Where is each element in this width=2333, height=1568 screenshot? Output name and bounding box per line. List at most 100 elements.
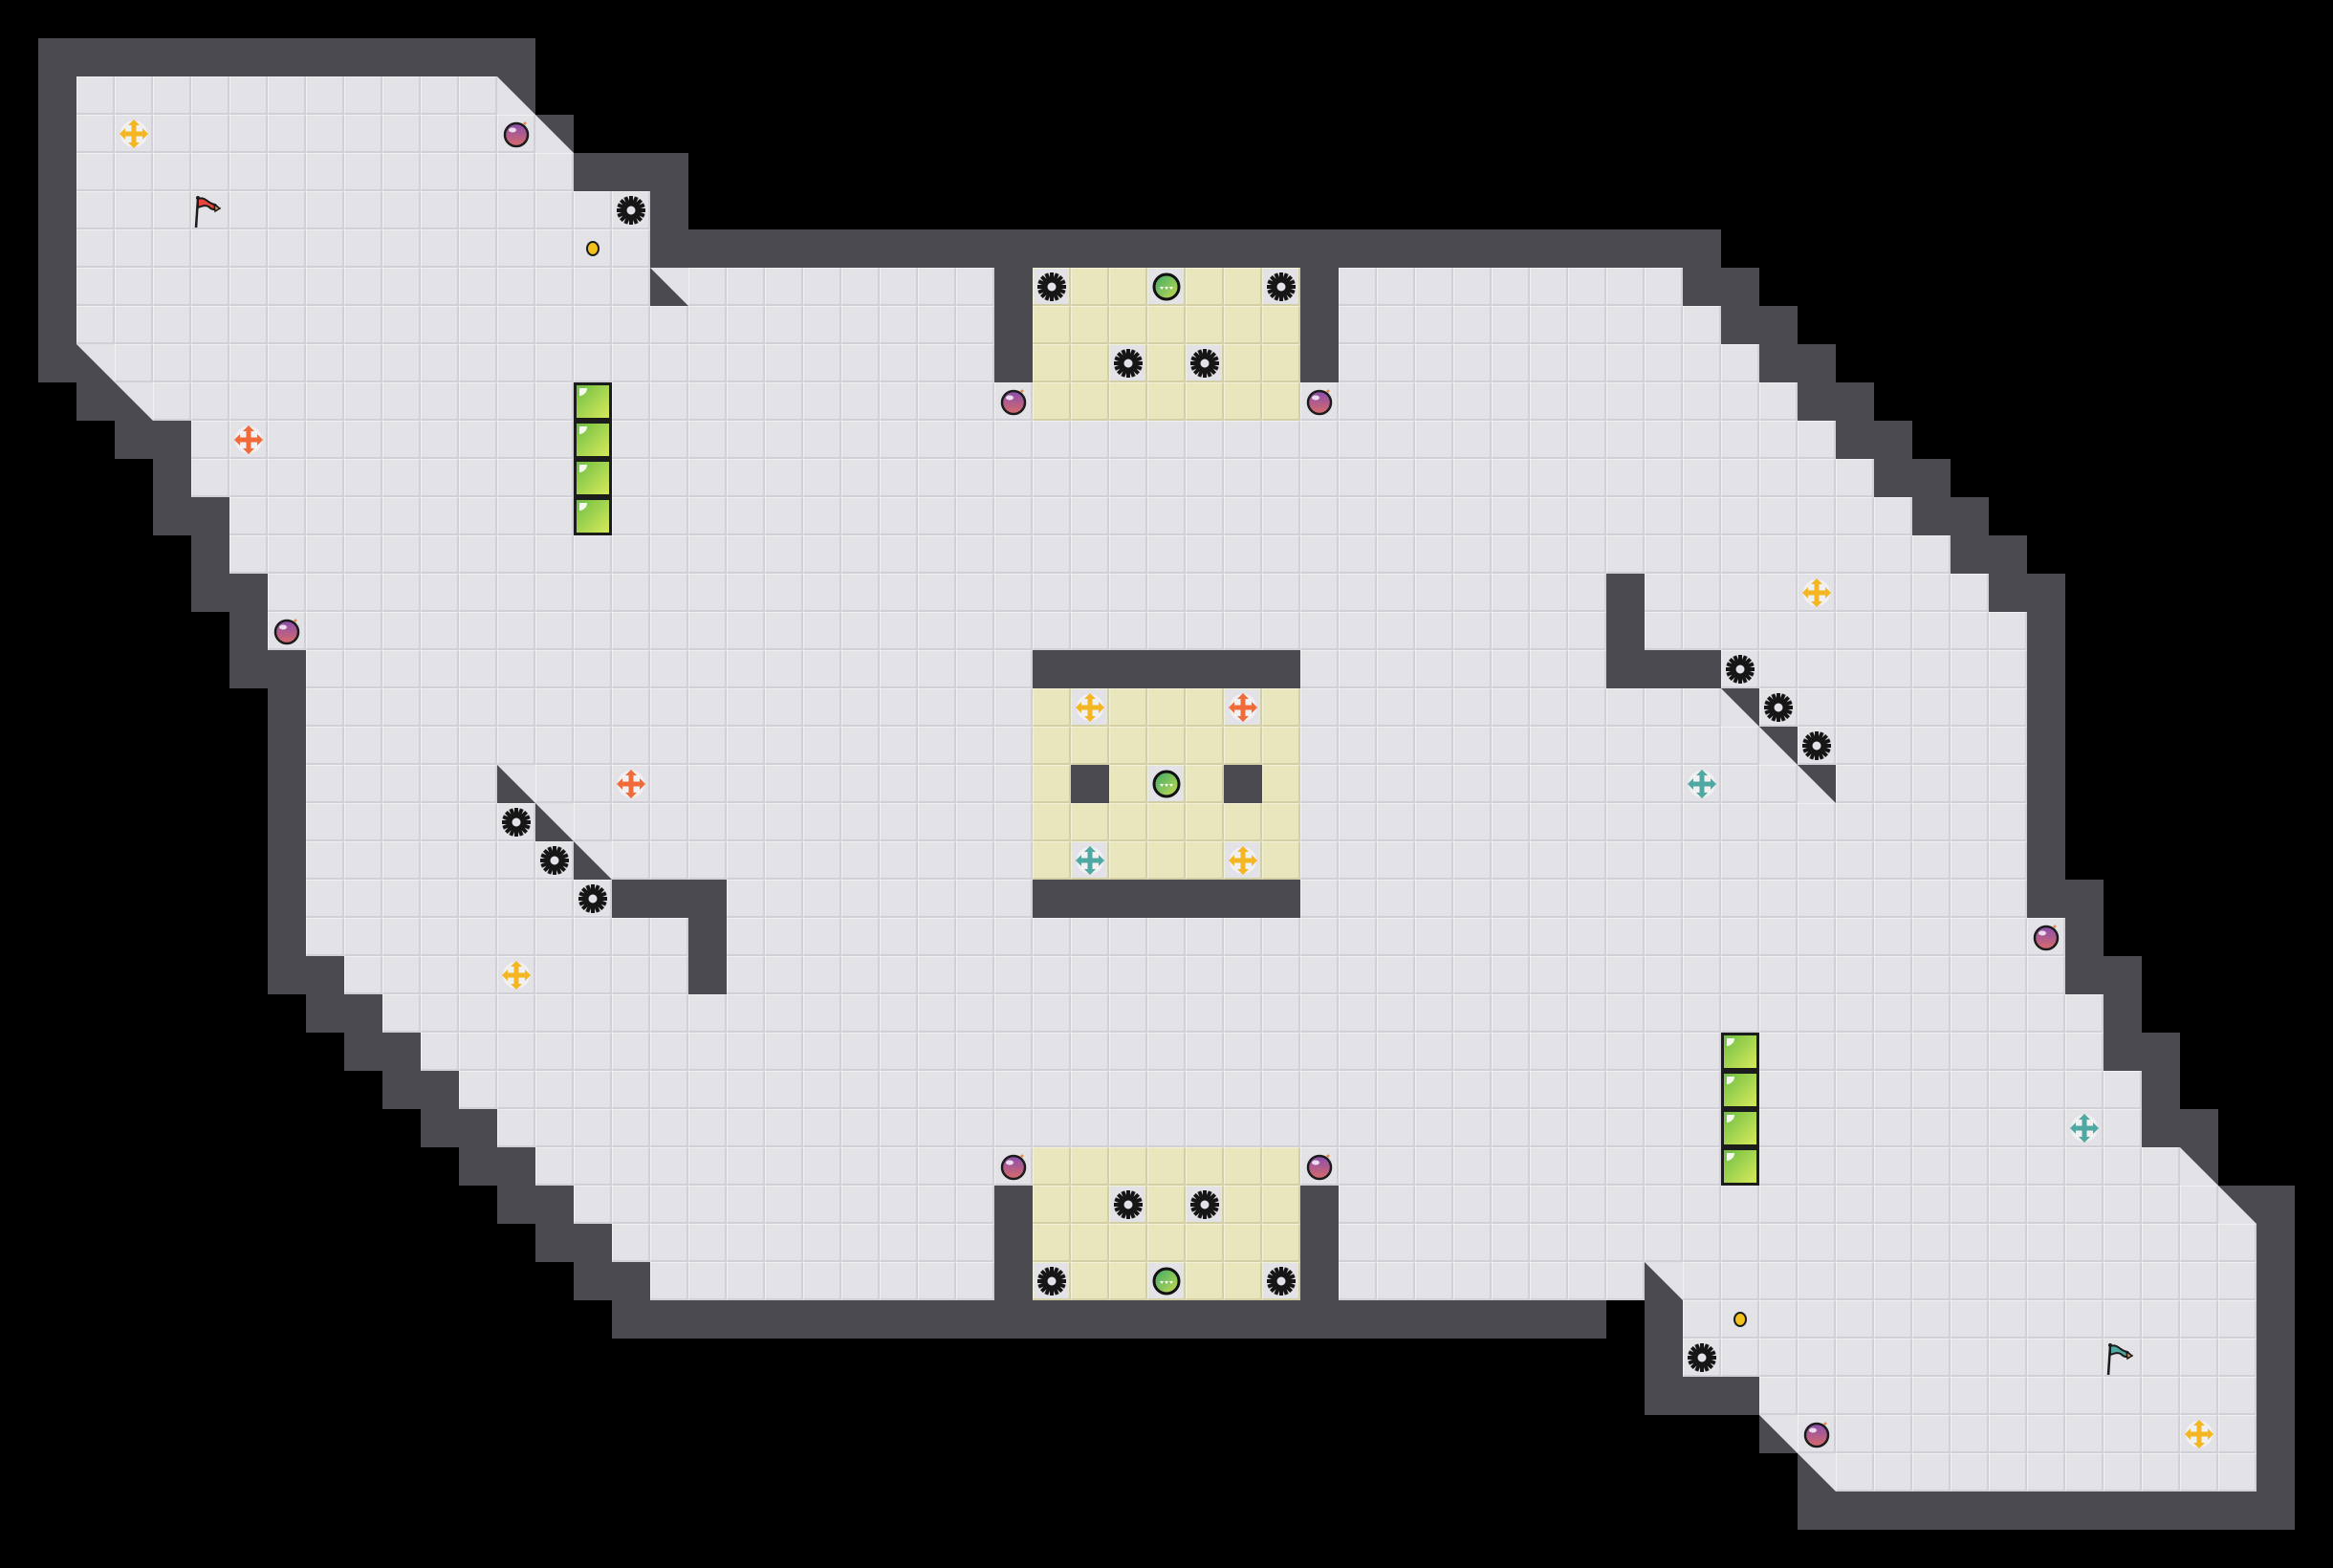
floor-tile — [1453, 918, 1492, 956]
floor-tile — [841, 382, 880, 421]
floor-tile — [2180, 1339, 2218, 1377]
floor-tile — [1453, 765, 1492, 803]
floor-tile — [382, 459, 421, 497]
floor-tile — [421, 382, 459, 421]
floor-tile — [803, 497, 841, 535]
wall-tile — [1683, 1377, 1721, 1415]
floor-tile — [1836, 574, 1874, 612]
floor-tile — [1989, 803, 2027, 841]
floor-tile — [574, 344, 612, 382]
zone-tile — [1109, 306, 1147, 344]
floor-tile — [1492, 727, 1530, 765]
floor-tile — [382, 268, 421, 306]
floor-tile — [382, 727, 421, 765]
floor-tile — [956, 421, 994, 459]
floor-tile — [1377, 994, 1415, 1033]
floor-tile — [1912, 841, 1951, 880]
floor-tile — [306, 803, 344, 841]
floor-tile — [1492, 1224, 1530, 1262]
floor-tile — [1492, 421, 1530, 459]
floor-tile — [1989, 1262, 2027, 1300]
floor-tile — [1759, 1224, 1798, 1262]
floor-tile — [1300, 727, 1339, 765]
floor-tile — [1415, 574, 1453, 612]
floor-tile — [803, 880, 841, 918]
floor-tile — [1147, 612, 1186, 650]
floor-tile — [2027, 1339, 2065, 1377]
floor-tile — [1453, 382, 1492, 421]
floor-tile — [1530, 841, 1568, 880]
floor-tile — [1109, 1071, 1147, 1109]
floor-tile — [459, 650, 497, 688]
wall-tile — [459, 1147, 497, 1186]
floor-tile — [956, 612, 994, 650]
floor-tile — [650, 1071, 688, 1109]
floor-tile — [1989, 688, 2027, 727]
floor-tile — [1568, 1071, 1606, 1109]
zone-tile — [1071, 803, 1109, 841]
diagonal-wall-tile — [574, 841, 612, 880]
floor-tile — [1415, 268, 1453, 306]
floor-tile — [956, 459, 994, 497]
floor-tile — [841, 1262, 880, 1300]
wall-tile — [1109, 1300, 1147, 1339]
floor-tile — [1798, 994, 1836, 1033]
wall-tile — [229, 612, 268, 650]
floor-tile — [306, 650, 344, 688]
floor-tile — [306, 880, 344, 918]
floor-tile — [535, 382, 574, 421]
floor-tile — [535, 1033, 574, 1071]
floor-tile — [1798, 421, 1836, 459]
floor-tile — [727, 727, 765, 765]
floor-tile — [956, 918, 994, 956]
floor-tile — [918, 306, 956, 344]
wall-tile — [1300, 306, 1339, 344]
wall-tile — [153, 38, 191, 76]
floor-tile — [1415, 803, 1453, 841]
floor-tile — [1530, 803, 1568, 841]
green-block — [1721, 1033, 1759, 1071]
floor-tile — [1645, 574, 1683, 612]
saw-gear-icon — [1109, 1186, 1147, 1224]
floor-tile — [1606, 803, 1645, 841]
floor-tile — [1606, 994, 1645, 1033]
floor-tile — [1071, 535, 1109, 574]
floor-tile — [421, 76, 459, 115]
floor-tile — [1951, 841, 1989, 880]
floor-tile — [1836, 803, 1874, 841]
wall-tile — [1147, 229, 1186, 268]
floor-tile — [1262, 918, 1300, 956]
floor-tile — [1377, 1262, 1415, 1300]
floor-tile — [535, 459, 574, 497]
floor-tile — [727, 1071, 765, 1109]
floor-tile — [765, 535, 803, 574]
floor-tile — [1759, 994, 1798, 1033]
orange-cross-icon — [229, 421, 268, 459]
floor-tile — [1339, 268, 1377, 306]
wall-tile — [1224, 1300, 1262, 1339]
wall-tile — [1606, 574, 1645, 612]
floor-tile — [765, 612, 803, 650]
floor-tile — [268, 497, 306, 535]
floor-tile — [421, 574, 459, 612]
floor-tile — [1530, 1033, 1568, 1071]
floor-tile — [1530, 688, 1568, 727]
wall-tile — [688, 918, 727, 956]
wall-tile — [1377, 1300, 1415, 1339]
floor-tile — [841, 344, 880, 382]
floor-tile — [1339, 918, 1377, 956]
floor-tile — [765, 306, 803, 344]
floor-tile — [1645, 1147, 1683, 1186]
floor-tile — [880, 650, 918, 688]
floor-tile — [880, 994, 918, 1033]
floor-tile — [1645, 268, 1683, 306]
floor-tile — [918, 497, 956, 535]
floor-tile — [841, 268, 880, 306]
floor-tile — [841, 612, 880, 650]
floor-tile — [1912, 765, 1951, 803]
floor-tile — [459, 956, 497, 994]
floor-tile — [1836, 1186, 1874, 1224]
floor-tile — [153, 153, 191, 191]
floor-tile — [1071, 1033, 1109, 1071]
floor-tile — [803, 344, 841, 382]
